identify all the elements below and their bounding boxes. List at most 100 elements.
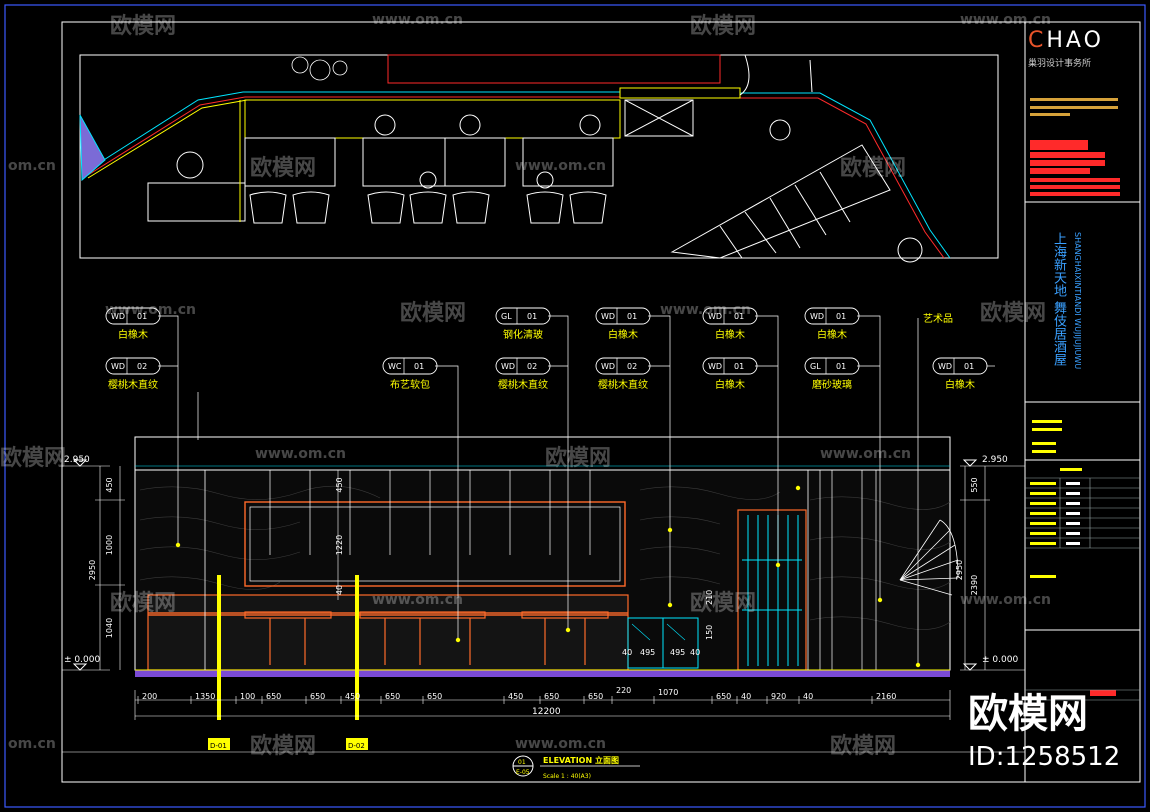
leader-lines (158, 315, 995, 665)
tag-material-label: 樱桃木直纹 (498, 378, 548, 391)
tag-number: 01 (527, 312, 537, 321)
tag-number: 02 (527, 362, 537, 371)
watermark-big-logo: 欧模网 (968, 691, 1088, 737)
material-tag: GL 01 磨砂玻璃 (804, 357, 860, 391)
dimension-text: 2390 (970, 575, 979, 595)
dimension-text: 1220 (335, 535, 344, 555)
section-mark-2: D-02 (348, 742, 365, 750)
tag-material-label: 白橡木 (118, 328, 148, 341)
dimension-text: 40 (622, 648, 632, 657)
watermark-id: ID:1258512 (968, 742, 1121, 772)
material-tag: WD 02 樱桃木直纹 (495, 357, 551, 391)
dimension-text: 2950 (88, 560, 97, 580)
right-dimension-texts: 550 2390 2950 (955, 477, 979, 595)
level-top-right: 2.950 (982, 455, 1008, 465)
art-fan-icon (899, 519, 959, 596)
plant-icon (291, 56, 348, 81)
dimension-text: 650 (544, 692, 559, 701)
tag-material-label: 艺术品 (923, 313, 953, 325)
dimension-text: 920 (771, 692, 786, 701)
dimension-text: 650 (385, 692, 400, 701)
side-dimension-lines (95, 466, 990, 670)
project-title: 上海新天地 舞伎居酒屋 (1051, 232, 1066, 367)
tag-number: 01 (964, 362, 974, 371)
tag-material-label: 磨砂玻璃 (812, 378, 852, 391)
material-tag: WD 01 白橡木 (595, 307, 651, 341)
dimension-text: 650 (716, 692, 731, 701)
tag-material-label: 樱桃木直纹 (108, 378, 158, 391)
level-markers: 2.950 ± 0.000 2.950 ± 0.000 (62, 455, 1025, 671)
dimension-text: 450 (105, 477, 114, 492)
leader-dots (175, 485, 921, 668)
tag-material-label: 白橡木 (608, 328, 638, 341)
tag-number: 01 (627, 312, 637, 321)
title-code: 01 (518, 759, 526, 766)
tag-number: 01 (137, 312, 147, 321)
tag-code: WC (388, 362, 402, 371)
total-dimension: 12200 (532, 707, 561, 717)
outer-frame (4, 4, 1146, 808)
tag-number: 01 (414, 362, 424, 371)
tag-code: GL (501, 312, 512, 321)
brand-logo: CHAO (1028, 28, 1104, 53)
material-tag: WD 01 白橡木 (105, 307, 161, 341)
dimension-text: 650 (310, 692, 325, 701)
brand-logo-c: C (1028, 28, 1047, 53)
dimension-text: 100 (240, 692, 255, 701)
drawing-title-block: 01 E-05 ELEVATION 立面图 Scale 1 : 40(A3) (62, 751, 1025, 780)
plan-view (79, 54, 999, 263)
section-mark-1: D-01 (210, 742, 227, 750)
dimension-text: 650 (427, 692, 442, 701)
dimension-text: 650 (588, 692, 603, 701)
tag-code: WD (601, 312, 615, 321)
section-markers: D-01 D-02 (208, 738, 368, 750)
level-zero-right: ± 0.000 (982, 655, 1018, 665)
tag-number: 01 (734, 362, 744, 371)
project-title-en: SHANGHAIXINTIANDI WUJIJUJIUWU (1073, 232, 1082, 370)
tag-code: WD (708, 362, 722, 371)
dimension-text: 40 (741, 692, 751, 701)
dimension-text: 2950 (955, 560, 964, 580)
tag-code: WD (938, 362, 952, 371)
revision-table (1030, 420, 1116, 696)
dimension-text: 550 (970, 477, 979, 492)
tag-code: GL (810, 362, 821, 371)
tag-code: WD (501, 362, 515, 371)
elevation-view (134, 436, 959, 720)
dimension-text: 450 (345, 692, 360, 701)
tag-number: 02 (627, 362, 637, 371)
tag-number: 01 (836, 362, 846, 371)
tag-material-label: 白橡木 (715, 378, 745, 391)
dimension-text: 40 (803, 692, 813, 701)
tag-number: 02 (137, 362, 147, 371)
dimension-text: 650 (266, 692, 281, 701)
tag-number: 01 (836, 312, 846, 321)
dimension-text: 1350 (195, 692, 215, 701)
material-tag: 艺术品 (923, 313, 953, 325)
level-zero-left: ± 0.000 (64, 655, 100, 665)
dimension-text: 150 (705, 625, 714, 640)
dimension-text: 200 (142, 692, 157, 701)
dimension-text: 2160 (876, 692, 896, 701)
bottom-dimension-lines (134, 690, 951, 720)
dimension-text: 210 (705, 590, 714, 605)
tag-code: WD (111, 312, 125, 321)
dimension-text: 1070 (658, 688, 678, 697)
tag-number: 01 (734, 312, 744, 321)
dimension-text: 450 (508, 692, 523, 701)
dimension-text: 495 (670, 648, 685, 657)
dimension-text: 40 (690, 648, 700, 657)
brand-subtitle: 巢羽设计事务所 (1028, 59, 1092, 69)
drawing-scale: Scale 1 : 40(A3) (543, 773, 591, 780)
tag-code: WD (708, 312, 722, 321)
